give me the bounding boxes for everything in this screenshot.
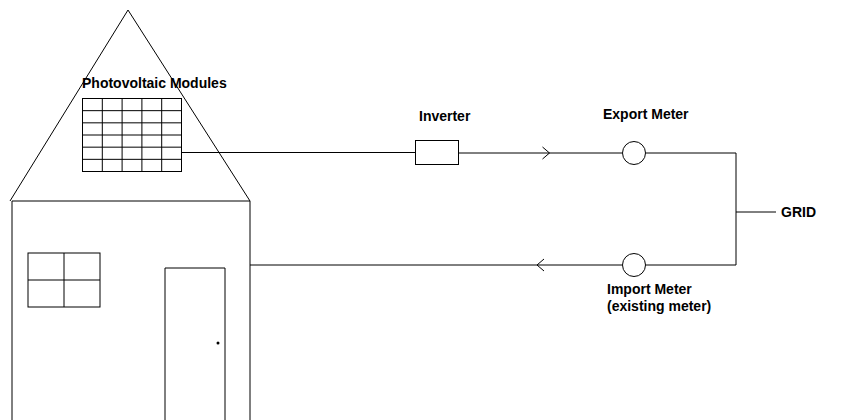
pv-module-array-outline [82,98,182,172]
inverter-box-outline [415,140,459,165]
window-bars [28,253,100,307]
house-wall [12,201,250,420]
grid-wire [646,153,776,265]
import-meter-outline [622,253,646,277]
node-label: Import Meter (existing meter) [607,281,729,315]
import-meter: Import Meter (existing meter) [622,253,646,277]
door-knob [217,342,220,345]
node-label: Export Meter [603,106,689,123]
window [28,253,100,307]
grid-label: GRID [781,204,816,221]
export-meter: Export Meter [622,141,646,165]
export-meter-outline [622,141,646,165]
inverter-box: Inverter [415,140,459,165]
roof [10,10,250,201]
direction-arrow [543,147,550,159]
node-label: Inverter [419,108,470,125]
import-wire [250,265,622,266]
node-label: Photovoltaic Modules [82,75,227,92]
wire-connector [459,147,622,159]
door [165,268,225,420]
import-direction-arrow [537,259,544,271]
pv-module-array: Photovoltaic Modules [82,98,182,172]
wire-connector [182,152,415,153]
